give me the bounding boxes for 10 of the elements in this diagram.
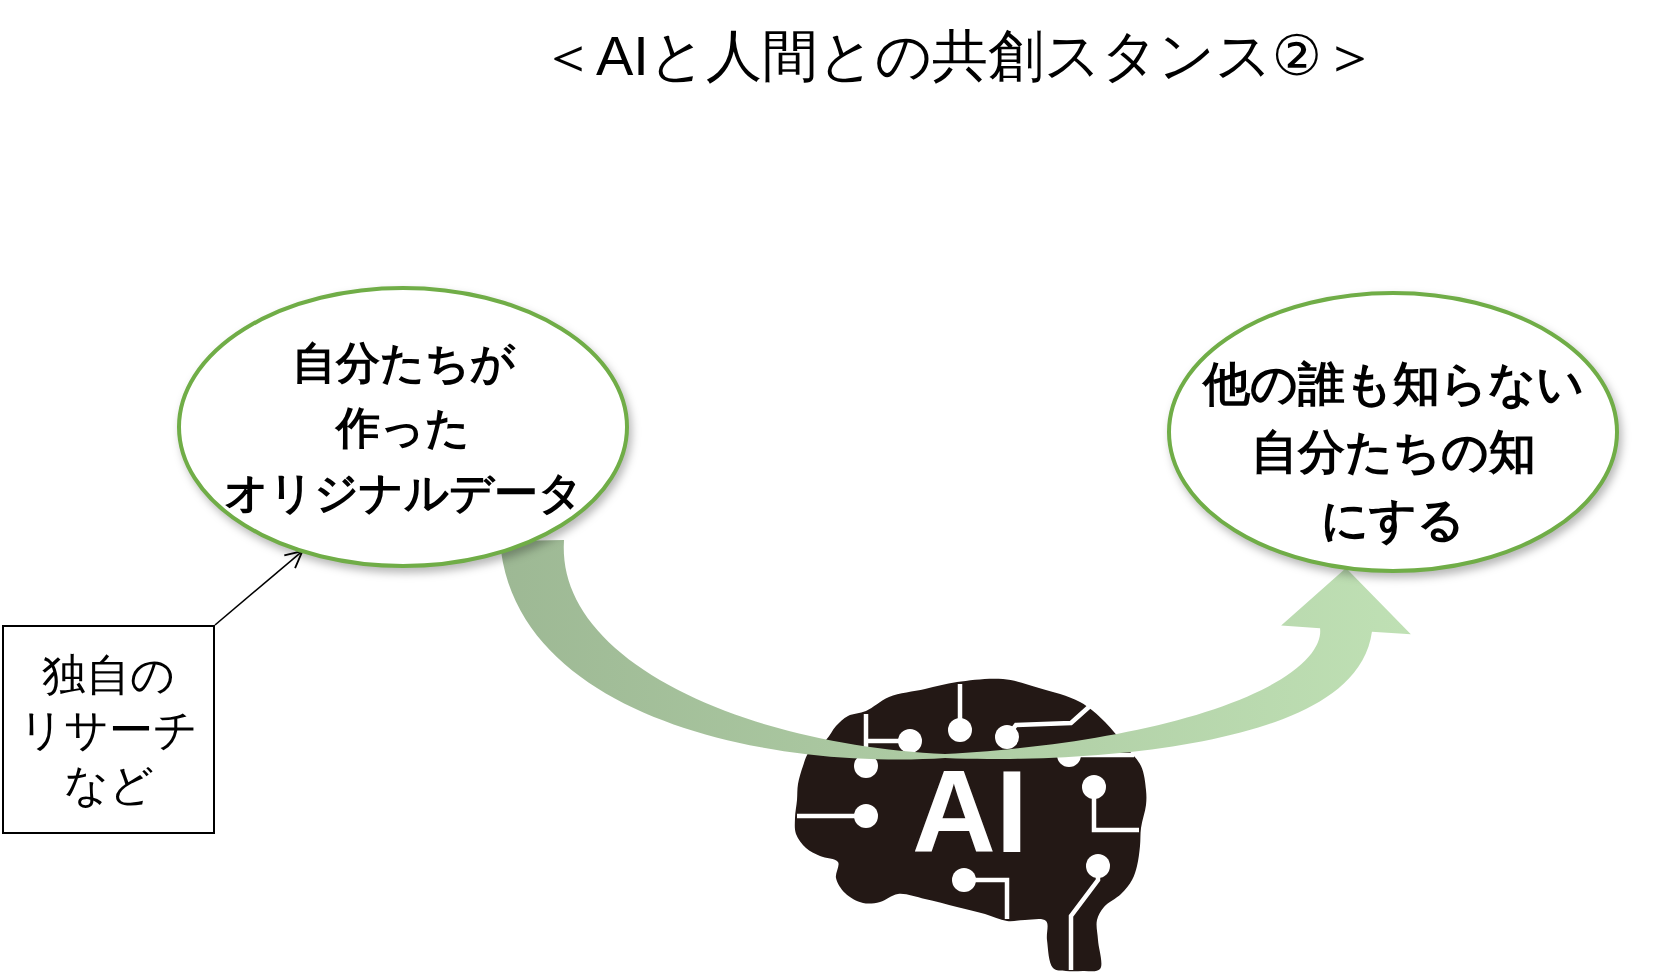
ai-text: AI <box>912 766 1028 859</box>
leader-arrow <box>214 550 304 626</box>
node-label: 独自のリサーチなど <box>19 649 198 811</box>
oval-node <box>1166 290 1620 574</box>
curved-arrow <box>500 540 1411 760</box>
note-box <box>2 625 215 834</box>
node-label: 他の誰も知らない自分たちの知にする <box>1202 356 1584 548</box>
node-label: 自分たちが作ったオリジナルデータ <box>223 336 583 519</box>
title: ＜AIと人間との共創スタンス②＞ <box>539 24 1379 89</box>
oval-node <box>176 285 630 569</box>
